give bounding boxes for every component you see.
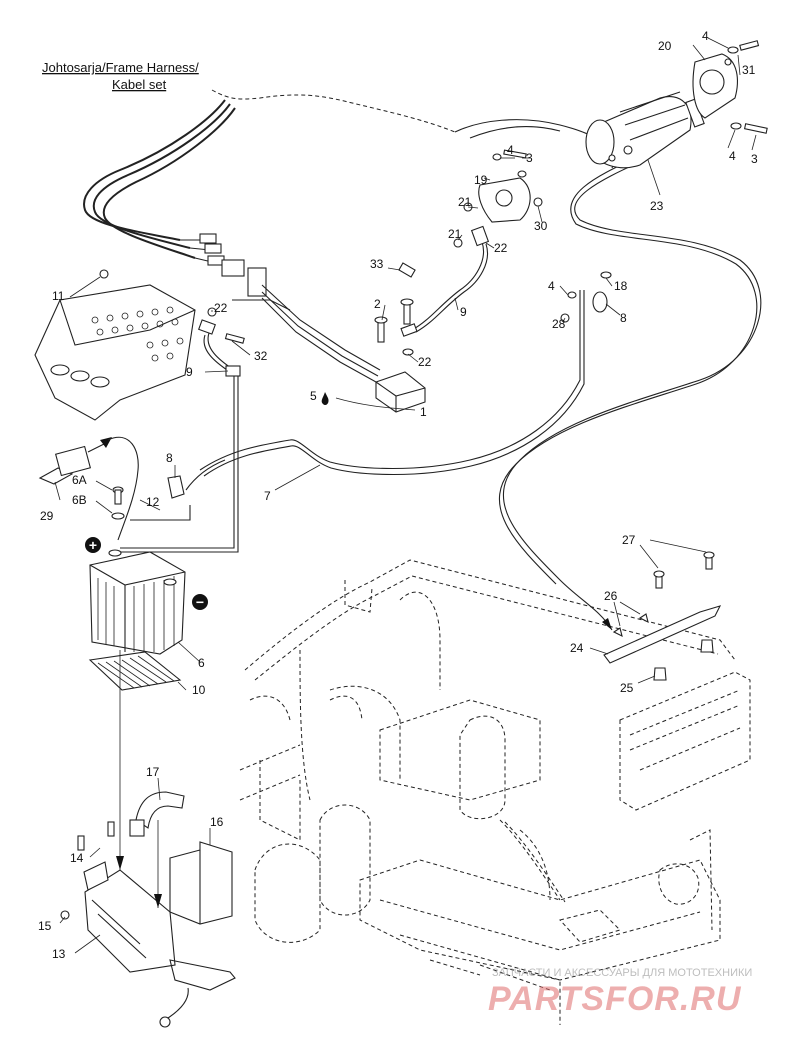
arrow-head (116, 856, 124, 870)
callout-3: 3 (526, 151, 533, 165)
callout-10: 10 (192, 683, 206, 697)
callout-22: 22 (418, 355, 432, 369)
callout-20: 20 (658, 39, 672, 53)
starter-motor (585, 91, 705, 169)
callout-6: 6 (198, 656, 205, 670)
battery-cover (169, 841, 233, 925)
vehicle-frame (239, 559, 736, 1025)
title-line-2: Kabel set (112, 77, 167, 92)
callout-16: 16 (210, 815, 224, 829)
callout-18: 18 (614, 279, 628, 293)
callout-8: 8 (620, 311, 627, 325)
ground-cable-9-left (198, 307, 245, 377)
battery-tray (60, 821, 236, 1028)
frame-harness (83, 89, 456, 383)
svg-text:+: + (89, 537, 97, 553)
callout-4: 4 (729, 149, 736, 163)
callout-29: 29 (40, 509, 54, 523)
minus-symbol (192, 594, 208, 610)
battery-mat (88, 651, 182, 691)
fuse-holder (38, 436, 139, 541)
mounting-plate (692, 53, 738, 119)
right-rail (619, 671, 751, 811)
callout-24: 24 (570, 641, 584, 655)
title-line-1: Johtosarja/Frame Harness/ (42, 60, 199, 75)
callout-1: 1 (420, 405, 427, 419)
callout-14: 14 (70, 851, 84, 865)
terminal-cap-8 (167, 459, 226, 499)
callout-28: 28 (552, 317, 566, 331)
callout-13: 13 (52, 947, 66, 961)
callout-5: 5 (310, 389, 317, 403)
battery-cable (120, 290, 585, 553)
ground-cable-9 (400, 225, 490, 337)
callout-21: 21 (458, 195, 472, 209)
callout-21: 21 (448, 227, 462, 241)
callout-30: 30 (534, 219, 548, 233)
harness-plug (247, 267, 267, 297)
callout-22: 22 (214, 301, 228, 315)
solenoid-bracket (453, 149, 543, 248)
callout-15: 15 (38, 919, 52, 933)
callout-23: 23 (650, 199, 664, 213)
leader-lines (54, 37, 757, 954)
callout-4: 4 (548, 279, 555, 293)
cable-lug-18 (560, 271, 612, 323)
callout-19: 19 (474, 173, 488, 187)
watermark: ЗАПЧАСТИ И АКСЕССУАРЫ ДЛЯ МОТОТЕХНИКИ PA… (488, 967, 752, 1018)
harness-connector (199, 233, 217, 244)
bolt-3-right (730, 122, 768, 134)
callout-7: 7 (264, 489, 271, 503)
diagram-title: Johtosarja/Frame Harness/ Kabel set (42, 60, 199, 92)
watermark-logo: PARTSFOR.RU (488, 980, 742, 1018)
terminal-33 (398, 262, 416, 278)
callout-31: 31 (742, 63, 756, 77)
bracket-24 (603, 551, 722, 681)
arrow-head (602, 618, 612, 630)
callout-4: 4 (507, 143, 514, 157)
arrow-head (154, 894, 162, 908)
callout-17: 17 (146, 765, 160, 779)
callout-11: 11 (52, 289, 65, 303)
starter-cable (498, 157, 762, 631)
callout-2: 2 (374, 297, 381, 311)
callout-27: 27 (622, 533, 636, 547)
callout-3: 3 (751, 152, 758, 166)
plus-symbol (85, 537, 101, 553)
callout-8: 8 (166, 451, 173, 465)
watermark-tagline: ЗАПЧАСТИ И АКСЕССУАРЫ ДЛЯ МОТОТЕХНИКИ (492, 967, 752, 979)
callout-32: 32 (254, 349, 268, 363)
svg-text:−: − (196, 594, 204, 610)
callout-22: 22 (494, 241, 508, 255)
battery-bolt (111, 486, 191, 521)
battery: + − (85, 537, 208, 655)
callout-9: 9 (186, 365, 193, 379)
callout-12: 12 (146, 495, 160, 509)
callout-25: 25 (620, 681, 634, 695)
harness-plug (221, 259, 245, 277)
callout-4: 4 (702, 29, 709, 43)
callout-33: 33 (370, 257, 384, 271)
bolt-31 (727, 40, 760, 54)
harness-connector (204, 243, 222, 254)
left-panel (34, 269, 196, 421)
callout-6A: 6A (72, 473, 87, 487)
callout-26: 26 (604, 589, 618, 603)
battery-strap (129, 791, 185, 837)
callout-9: 9 (460, 305, 467, 319)
callouts: 20 4 31 4 3 23 4 3 19 21 30 21 22 33 2 9… (38, 29, 758, 961)
callout-6B: 6B (72, 493, 87, 507)
relay-module (321, 298, 426, 413)
